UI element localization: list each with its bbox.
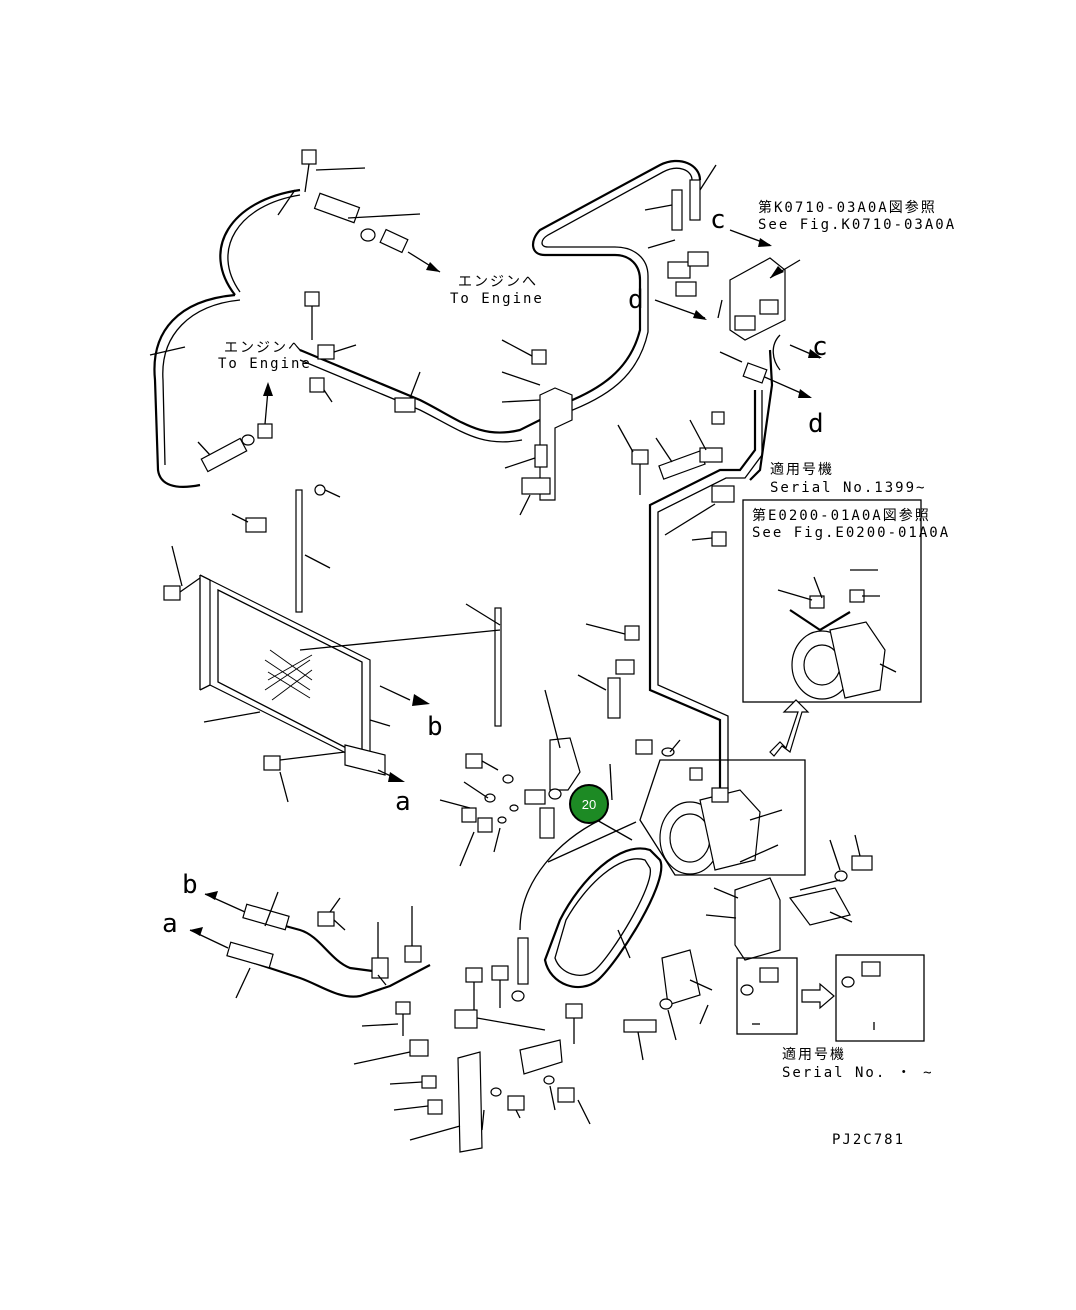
center-bracket <box>501 339 573 516</box>
connector-c-top: c <box>710 205 726 235</box>
serial-label-jp-2: 適用号機 <box>782 1046 846 1063</box>
connector-a-right: a <box>395 787 411 817</box>
compressor <box>639 759 806 876</box>
connector-b-right: b <box>427 712 443 742</box>
upper-hose-loop <box>153 149 441 488</box>
inset-arrow <box>769 699 810 757</box>
compressor-bracket-group <box>439 689 681 867</box>
long-pipe-upper <box>532 159 717 414</box>
fig-ref-e-en: See Fig.E0200-01A0A <box>752 525 950 541</box>
connector-a-left: a <box>162 909 178 939</box>
condenser <box>163 484 502 803</box>
connector-d-right: d <box>808 409 824 439</box>
part-callout-20-number: 20 <box>582 797 596 812</box>
valve-block <box>647 229 822 481</box>
mid-pipe-run <box>149 291 561 473</box>
fig-ref-k-en: See Fig.K0710-03A0A <box>758 217 956 233</box>
drive-belt <box>519 819 663 989</box>
serial-label-jp-1: 適用号機 <box>770 461 834 478</box>
to-engine-label-jp-1: エンジンへ <box>458 274 538 290</box>
bottom-assembly <box>353 937 591 1153</box>
fig-ref-e-jp: 第E0200-01A0A図参照 <box>752 507 931 524</box>
connector-b-left: b <box>182 870 198 900</box>
right-brackets <box>623 834 873 1061</box>
connector-d-left: d <box>628 285 644 315</box>
serial-label-en-1: Serial No.1399~ <box>770 480 926 496</box>
part-callout-20[interactable]: 20 <box>569 784 609 824</box>
right-pipes <box>577 390 763 790</box>
lower-hose <box>189 891 431 999</box>
to-engine-label-jp-2: エンジンへ <box>224 340 304 356</box>
to-engine-label-en-1: To Engine <box>450 291 544 307</box>
to-engine-label-en-2: To Engine <box>218 356 312 372</box>
serial-label-en-2: Serial No. ・ ~ <box>782 1065 934 1081</box>
drawing-number: PJ2C781 <box>832 1132 905 1148</box>
inset-compressor <box>742 499 922 703</box>
inset-bracket-bolts <box>736 954 925 1042</box>
connector-c-right: c <box>812 332 828 362</box>
fig-ref-k-jp: 第K0710-03A0A図参照 <box>758 199 937 216</box>
